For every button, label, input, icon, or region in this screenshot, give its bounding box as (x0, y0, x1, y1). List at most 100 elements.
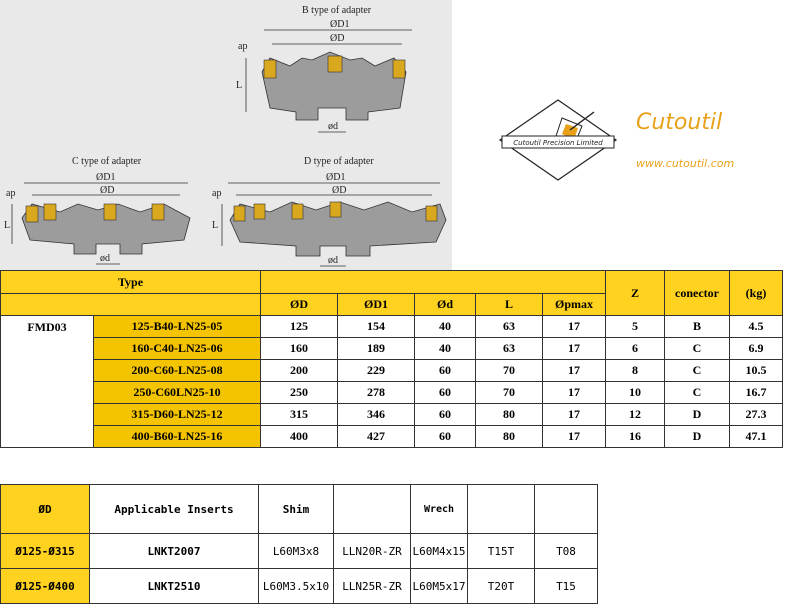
kg-header: (kg) (729, 270, 783, 316)
blank-header-3 (534, 484, 598, 534)
od-cell: 315 (260, 403, 338, 426)
b-dd-label: ød (328, 121, 338, 132)
kg-cell: 47.1 (729, 425, 783, 448)
d-type-caption: D type of adapter (304, 156, 374, 167)
c-insert-4 (151, 203, 165, 221)
conector-cell: C (664, 381, 730, 404)
d-insert-3 (291, 203, 304, 220)
applicable-header: Applicable Inserts (89, 484, 259, 534)
series-cell: FMD03 (0, 315, 94, 448)
d-insert-1 (233, 205, 246, 222)
opmax-cell: 17 (542, 337, 606, 360)
z-cell: 12 (605, 403, 665, 426)
insert-cell: LNKT2510 (89, 568, 259, 604)
conector-cell: B (664, 315, 730, 338)
b-d-label: ØD (330, 33, 344, 44)
z-cell: 5 (605, 315, 665, 338)
part-cell: T20T (467, 568, 535, 604)
conector-cell: C (664, 337, 730, 360)
od-cell: 200 (260, 359, 338, 382)
d-cutter-body (229, 201, 447, 257)
c-cutter-body (21, 203, 191, 255)
table-row: Ø125-Ø315 LNKT2007 L60M3x8 LLN20R-ZR L60… (0, 533, 598, 569)
kg-cell: 16.7 (729, 381, 783, 404)
d-insert-2 (253, 203, 266, 220)
drawings-svg: B type of adapter ØD1 ØD ap L ød C type … (4, 5, 447, 267)
type-cell: 200-C60-LN25-08 (93, 359, 261, 382)
blank-header-1 (333, 484, 411, 534)
b-insert-right (392, 59, 406, 79)
z-cell: 16 (605, 425, 665, 448)
type-cell: 250-C60LN25-10 (93, 381, 261, 404)
odd-cell: 60 (414, 425, 476, 448)
od1-cell: 427 (337, 425, 415, 448)
b-l-label: L (236, 80, 242, 91)
table-row: 250-C60LN25-10 250 278 60 70 17 10 C 16.… (1, 381, 783, 404)
od-range-cell: Ø125-Ø400 (0, 568, 90, 604)
opmax-cell: 17 (542, 403, 606, 426)
l-cell: 70 (475, 359, 543, 382)
opmax-cell: 17 (542, 425, 606, 448)
logo-text: Cutoutil Precision Limited (513, 139, 603, 147)
c-d1-label: ØD1 (96, 172, 115, 183)
d-insert-5 (425, 205, 438, 222)
d-d1-label: ØD1 (326, 172, 345, 183)
table-row: 160-C40-LN25-06 160 189 40 63 17 6 C 6.9 (1, 337, 783, 360)
od1-cell: 346 (337, 403, 415, 426)
od1-cell: 229 (337, 359, 415, 382)
c-d-label: ØD (100, 185, 114, 196)
od-cell: 250 (260, 381, 338, 404)
d-dd-label: ød (328, 255, 338, 266)
c-insert-3 (103, 203, 117, 221)
part-cell: T08 (534, 533, 598, 569)
odd-cell: 40 (414, 337, 476, 360)
conector-cell: C (664, 359, 730, 382)
c-dd-label: ød (100, 253, 110, 264)
b-insert-left (263, 59, 277, 79)
shim-cell: L60M3.5x10 (258, 568, 334, 604)
b-cutter-body (261, 51, 407, 121)
table-row: 200-C60-LN25-08 200 229 60 70 17 8 C 10.… (1, 359, 783, 382)
b-insert-center (327, 55, 343, 73)
part-cell: LLN20R-ZR (333, 533, 411, 569)
c-ap-label: ap (6, 188, 15, 199)
type-subheader (0, 293, 261, 316)
conector-cell: D (664, 425, 730, 448)
kg-cell: 6.9 (729, 337, 783, 360)
odd-cell: 60 (414, 381, 476, 404)
logo-diamond: Cutoutil Precision Limited (498, 99, 618, 181)
od1-header: ØD1 (337, 293, 415, 316)
wrech-cell: L60M5x17 (410, 568, 468, 604)
shim-cell: L60M3x8 (258, 533, 334, 569)
od1-cell: 154 (337, 315, 415, 338)
z-cell: 8 (605, 359, 665, 382)
blank-header-2 (467, 484, 535, 534)
opmax-cell: 17 (542, 359, 606, 382)
od-cell: 400 (260, 425, 338, 448)
conector-header: conector (664, 270, 730, 316)
odd-header: Ød (414, 293, 476, 316)
c-insert-1 (25, 205, 39, 223)
opmax-cell: 17 (542, 381, 606, 404)
c-l-label: L (4, 220, 10, 231)
odd-cell: 40 (414, 315, 476, 338)
b-ap-label: ap (238, 41, 247, 52)
inserts-header-row: ØD Applicable Inserts Shim Wrech (0, 484, 598, 534)
part-cell: T15 (534, 568, 598, 604)
spec-header-row: Type Z conector (kg) (0, 270, 783, 316)
d-d-label: ØD (332, 185, 346, 196)
odd-cell: 60 (414, 403, 476, 426)
od1-cell: 189 (337, 337, 415, 360)
kg-cell: 4.5 (729, 315, 783, 338)
l-cell: 63 (475, 337, 543, 360)
brand-url[interactable]: www.cutoutil.com (636, 157, 735, 170)
l-header: L (475, 293, 543, 316)
inserts-table: ØD Applicable Inserts Shim Wrech Ø125-Ø3… (0, 484, 598, 604)
od-cell: 125 (260, 315, 338, 338)
z-cell: 6 (605, 337, 665, 360)
b-type-caption: B type of adapter (302, 5, 372, 16)
type-cell: 315-D60-LN25-12 (93, 403, 261, 426)
table-row: FMD03 125-B40-LN25-05 125 154 40 63 17 5… (0, 315, 783, 448)
od-cell: 160 (260, 337, 338, 360)
d-insert-4 (329, 201, 342, 218)
